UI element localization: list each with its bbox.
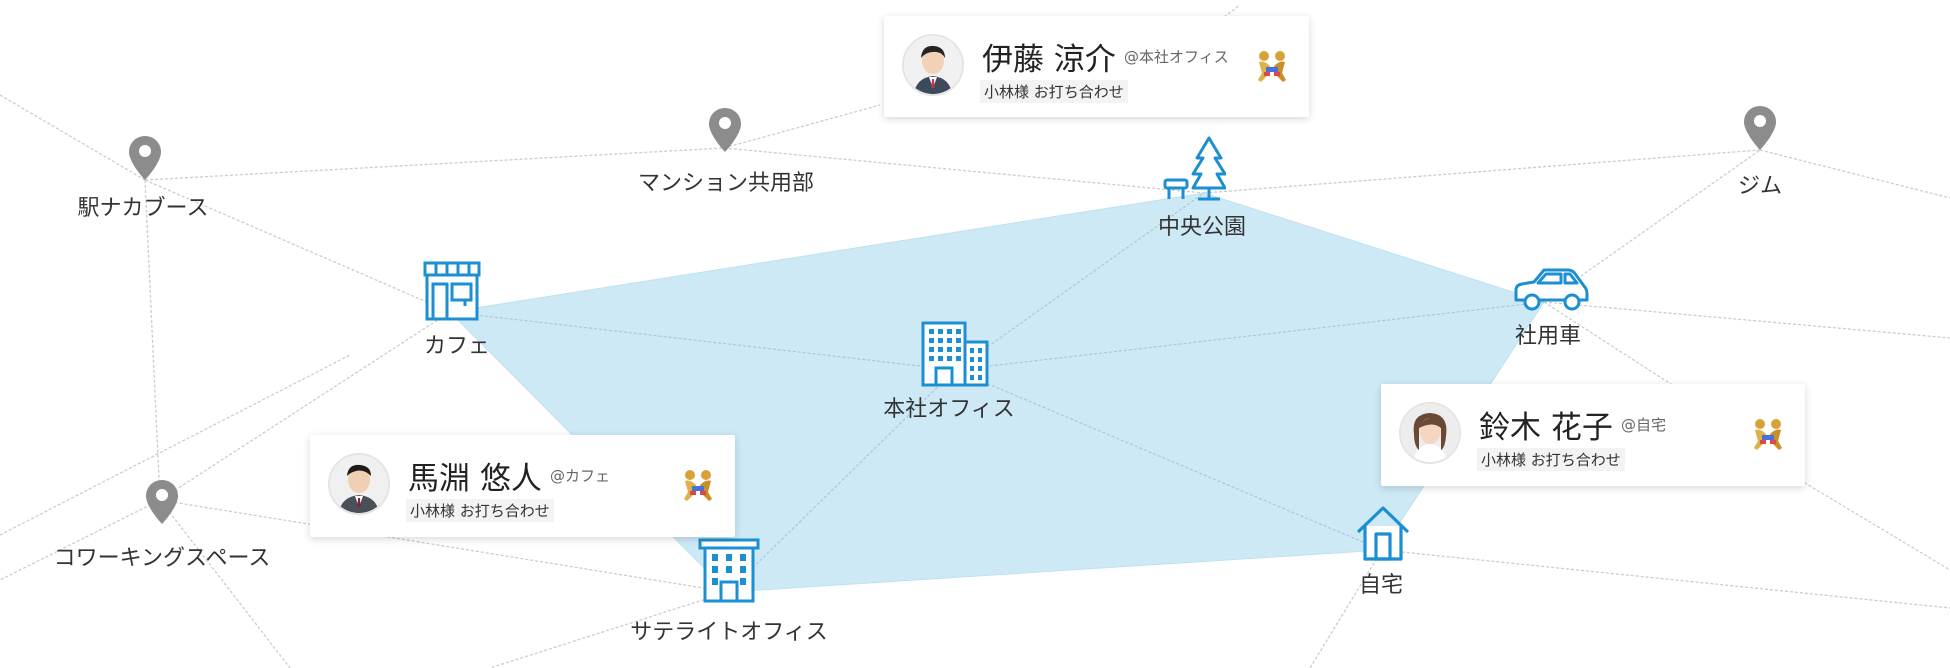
map-pin-icon[interactable] bbox=[709, 108, 741, 156]
cafe-icon[interactable] bbox=[422, 260, 482, 326]
map-pin-icon[interactable] bbox=[129, 136, 161, 184]
person-name: 伊藤 涼介 bbox=[982, 42, 1116, 78]
wrestlers-emoji bbox=[1253, 50, 1291, 88]
satellite-office-icon[interactable] bbox=[698, 538, 760, 608]
person-memo: 小林様 お打ち合わせ bbox=[980, 80, 1128, 103]
person-name: 鈴木 花子 bbox=[1479, 410, 1613, 446]
person-name: 馬淵 悠人 bbox=[408, 461, 542, 497]
place-label-cowork: コワーキングスペース bbox=[53, 546, 271, 571]
person-memo: 小林様 お打ち合わせ bbox=[1477, 448, 1625, 471]
person-card-suzuki[interactable]: 鈴木 花子 @自宅 小林様 お打ち合わせ bbox=[1381, 384, 1805, 486]
avatar bbox=[902, 34, 964, 96]
person-location: @自宅 bbox=[1621, 416, 1667, 434]
place-label-home: 自宅 bbox=[1358, 573, 1404, 598]
place-label-park: 中央公園 bbox=[1157, 215, 1247, 240]
wrestlers-emoji bbox=[1749, 418, 1787, 456]
person-memo: 小林様 お打ち合わせ bbox=[406, 499, 554, 522]
person-card-mabuchi[interactable]: 馬淵 悠人 @カフェ 小林様 お打ち合わせ bbox=[310, 435, 735, 537]
inner-lines bbox=[449, 192, 1545, 593]
place-label-mansion: マンション共用部 bbox=[637, 171, 815, 196]
place-label-car: 社用車 bbox=[1514, 324, 1582, 349]
place-label-eki: 駅ナカブース bbox=[77, 196, 209, 221]
map-pin-icon[interactable] bbox=[146, 480, 178, 528]
map-pin-icon[interactable] bbox=[1744, 106, 1776, 154]
house-icon[interactable] bbox=[1355, 504, 1411, 566]
avatar bbox=[328, 453, 390, 515]
place-label-hq: 本社オフィス bbox=[883, 397, 1015, 422]
avatar bbox=[1399, 402, 1461, 464]
wrestlers-emoji bbox=[679, 469, 717, 507]
office-building-icon[interactable] bbox=[920, 320, 990, 392]
car-icon[interactable] bbox=[1512, 266, 1590, 316]
place-label-cafe: カフェ bbox=[423, 334, 491, 359]
person-card-ito[interactable]: 伊藤 涼介 @本社オフィス 小林様 お打ち合わせ bbox=[884, 16, 1309, 117]
place-label-gym: ジム bbox=[1737, 174, 1783, 199]
place-label-satellite: サテライトオフィス bbox=[630, 620, 828, 645]
person-location: @本社オフィス bbox=[1124, 48, 1229, 66]
person-location: @カフェ bbox=[550, 467, 611, 485]
park-icon[interactable] bbox=[1162, 136, 1227, 206]
